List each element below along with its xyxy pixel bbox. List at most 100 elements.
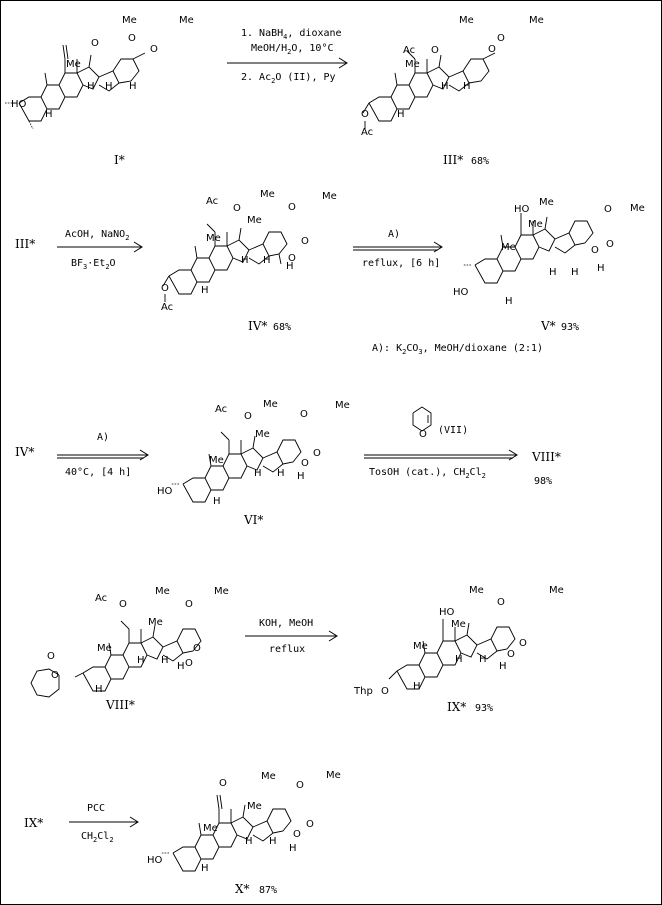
atom-o-ketone-1: O bbox=[91, 38, 99, 49]
atom-ho-9: HO bbox=[439, 607, 455, 618]
label-compound-VIII-product: VIII* bbox=[531, 450, 561, 464]
atom-h-3c: H bbox=[463, 81, 471, 92]
step5-reagent-above: (VII) bbox=[438, 425, 468, 436]
step2-reagent-below: BF3·Et2O bbox=[71, 258, 116, 271]
step2-reagent-above: AcOH, NaNO2 bbox=[65, 229, 129, 242]
atom-me-9d: Me bbox=[413, 641, 428, 652]
atom-me-5d: Me bbox=[501, 242, 516, 253]
atom-o-4b: O bbox=[288, 202, 296, 213]
atom-o-8b: O bbox=[185, 599, 193, 610]
atom-o-6d: O bbox=[313, 448, 321, 459]
atom-me-5c: Me bbox=[528, 219, 543, 230]
yield-compound-X: 87% bbox=[259, 885, 277, 896]
atom-o-10c: O bbox=[293, 829, 301, 840]
atom-o-4e: O bbox=[161, 283, 169, 294]
dihydropyran-VII-structure bbox=[412, 406, 432, 432]
atom-me-8c: Me bbox=[148, 617, 163, 628]
step5-reagent-below: TosOH (cat.), CH2Cl2 bbox=[369, 467, 486, 480]
label-compound-III: III* bbox=[443, 153, 463, 167]
yield-compound-V: 93% bbox=[561, 322, 579, 333]
atom-o-5c: O bbox=[606, 239, 614, 250]
atom-ho-5b: HO bbox=[453, 287, 469, 298]
atom-o-10b: O bbox=[296, 780, 304, 791]
atom-ac-4a: Ac bbox=[206, 196, 218, 207]
atom-ho-10: HO bbox=[147, 855, 163, 866]
compound-III-structure bbox=[362, 50, 496, 129]
atom-h-4a: H bbox=[201, 285, 209, 296]
step1-reagent-line2: MeOH/H2O, 10°C bbox=[251, 43, 334, 56]
atom-me-3c: Me bbox=[405, 59, 420, 70]
atom-o-8f: O bbox=[47, 651, 55, 662]
atom-h-5a: H bbox=[505, 296, 513, 307]
atom-h-10b: H bbox=[245, 836, 253, 847]
atom-h-10c: H bbox=[269, 836, 277, 847]
atom-me-4d: Me bbox=[206, 233, 221, 244]
atom-o-3c: O bbox=[497, 33, 505, 44]
label-compound-IV: IV* bbox=[248, 319, 267, 333]
atom-ac-6a: Ac bbox=[215, 404, 227, 415]
yield-compound-IV: 68% bbox=[273, 322, 291, 333]
footnote-A: A): K2CO3, MeOH/dioxane (2:1) bbox=[372, 343, 543, 356]
atom-me-8d: Me bbox=[97, 643, 112, 654]
atom-o-pyran: O bbox=[419, 429, 427, 440]
step4-reagent-above: A) bbox=[97, 432, 109, 443]
label-step2-start: III* bbox=[15, 237, 35, 251]
atom-me-8b: Me bbox=[214, 586, 229, 597]
atom-o-9b: O bbox=[507, 649, 515, 660]
compound-VI-structure bbox=[171, 431, 302, 503]
step6-reagent-below: reflux bbox=[269, 644, 305, 655]
atom-h-6b: H bbox=[254, 468, 262, 479]
label-compound-VIII: VIII* bbox=[105, 698, 135, 712]
atom-o-10d: O bbox=[306, 819, 314, 830]
atom-h-6c: H bbox=[277, 468, 285, 479]
atom-o-6c: O bbox=[301, 458, 309, 469]
atom-h-8d: H bbox=[177, 661, 185, 672]
compound-VIII-structure bbox=[30, 620, 202, 698]
atom-o-8c: O bbox=[193, 643, 201, 654]
compound-IX-structure bbox=[388, 619, 516, 690]
atom-me-5b: Me bbox=[630, 203, 645, 214]
label-compound-V: V* bbox=[540, 319, 556, 333]
step1-reagent-line1: 1. NaBH4, dioxane bbox=[241, 28, 342, 41]
yield-compound-III: 68% bbox=[471, 156, 489, 167]
atom-o-3a: O bbox=[431, 45, 439, 56]
atom-h-8b: H bbox=[137, 655, 145, 666]
atom-h-5b: H bbox=[549, 267, 557, 278]
atom-ac-8a: Ac bbox=[95, 593, 107, 604]
step6-reagent-above: KOH, MeOH bbox=[259, 618, 313, 629]
atom-o-1b: O bbox=[128, 33, 136, 44]
yield-compound-IX: 93% bbox=[475, 703, 493, 714]
atom-o-9a: O bbox=[497, 597, 505, 608]
atom-h-9d: H bbox=[499, 661, 507, 672]
atom-h-4c: H bbox=[263, 255, 271, 266]
step7-reagent-above: PCC bbox=[87, 803, 105, 814]
atom-h-1c: H bbox=[129, 81, 137, 92]
atom-o-10a: O bbox=[219, 778, 227, 789]
atom-me-1b: Me bbox=[179, 15, 194, 26]
atom-h-1b: H bbox=[105, 81, 113, 92]
atom-thp-9: Thp bbox=[353, 686, 373, 697]
atom-o-6b: O bbox=[300, 409, 308, 420]
atom-h-4d: H bbox=[286, 261, 294, 272]
atom-me-5a: Me bbox=[539, 197, 554, 208]
atom-me-4a: Me bbox=[260, 189, 275, 200]
atom-me-6b: Me bbox=[335, 400, 350, 411]
atom-me-6d: Me bbox=[209, 455, 224, 466]
compound-X-structure bbox=[161, 794, 292, 872]
label-compound-VI: VI* bbox=[243, 513, 263, 527]
atom-h-9b: H bbox=[455, 654, 463, 665]
label-compound-X: X* bbox=[235, 882, 250, 896]
atom-o-4a: O bbox=[233, 203, 241, 214]
atom-h-10d: H bbox=[289, 843, 297, 854]
atom-h-1a: H bbox=[45, 109, 53, 120]
atom-ac-3b: Ac bbox=[361, 127, 373, 138]
atom-ac-3a: Ac bbox=[403, 45, 415, 56]
compound-V-structure bbox=[463, 213, 594, 284]
atom-o-5a: O bbox=[604, 204, 612, 215]
atom-me-9a: Me bbox=[469, 585, 484, 596]
atom-me-4b: Me bbox=[322, 191, 337, 202]
atom-me-10a: Me bbox=[261, 771, 276, 782]
atom-o-8d: O bbox=[185, 658, 193, 669]
step3-reagent-below: reflux, [6 h] bbox=[362, 258, 440, 269]
